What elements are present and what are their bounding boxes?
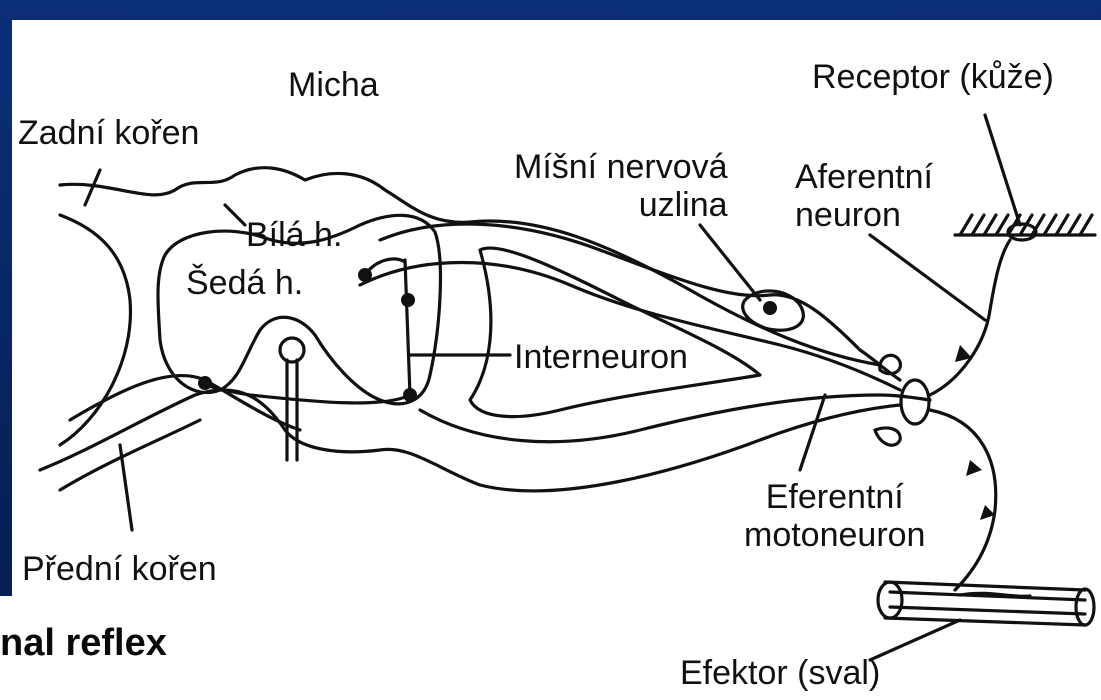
pointer-bila [225, 205, 245, 225]
label-aferentni-neuron: Aferentní neuron [795, 158, 933, 234]
spinal-cord-bottom [40, 390, 900, 491]
label-eferentni-line1: Eferentní [744, 478, 925, 516]
label-zadni-koren: Zadní kořen [18, 116, 199, 150]
label-eferentni-motoneuron: Eferentní motoneuron [744, 478, 925, 554]
label-seda-h: Šedá h. [186, 266, 303, 300]
efferent-fiber [930, 410, 996, 590]
label-misni-line2: uzlina [514, 186, 728, 224]
label-predni-koren: Přední kořen [22, 552, 217, 586]
muscle-effector [878, 582, 1094, 625]
afferent-fiber [930, 240, 1010, 395]
label-receptor: Receptor (kůže) [812, 60, 1054, 94]
skin-hatch [960, 215, 1092, 235]
pointer-eferentni [800, 395, 825, 470]
label-misni-nervova-uzlina: Míšní nervová uzlina [514, 148, 728, 224]
pointer-aferentni [870, 235, 985, 320]
ventral-bulb [875, 428, 900, 445]
caption-text: nal reflex [0, 622, 167, 665]
inner-cavity [470, 248, 760, 417]
pointer-predni [120, 445, 132, 530]
label-bila-h: Bílá h. [246, 218, 342, 252]
spinal-cord-left-edge [60, 215, 130, 445]
label-eferentni-line2: motoneuron [744, 516, 925, 554]
spinal-cord-outline [60, 168, 880, 365]
label-aferentni-line1: Aferentní [795, 158, 933, 196]
label-micha: Micha [288, 68, 379, 102]
central-canal-ring [280, 338, 304, 362]
label-interneuron: Interneuron [514, 340, 688, 374]
label-aferentni-line2: neuron [795, 196, 933, 234]
pointer-receptor [985, 115, 1020, 225]
spinal-nerve-ring [901, 380, 929, 424]
label-efektor: Efektor (sval) [680, 656, 880, 690]
interneuron-fiber [405, 260, 410, 395]
ventral-root-band [420, 395, 930, 442]
pointer-efektor [870, 620, 960, 660]
label-misni-line1: Míšní nervová [514, 148, 728, 186]
